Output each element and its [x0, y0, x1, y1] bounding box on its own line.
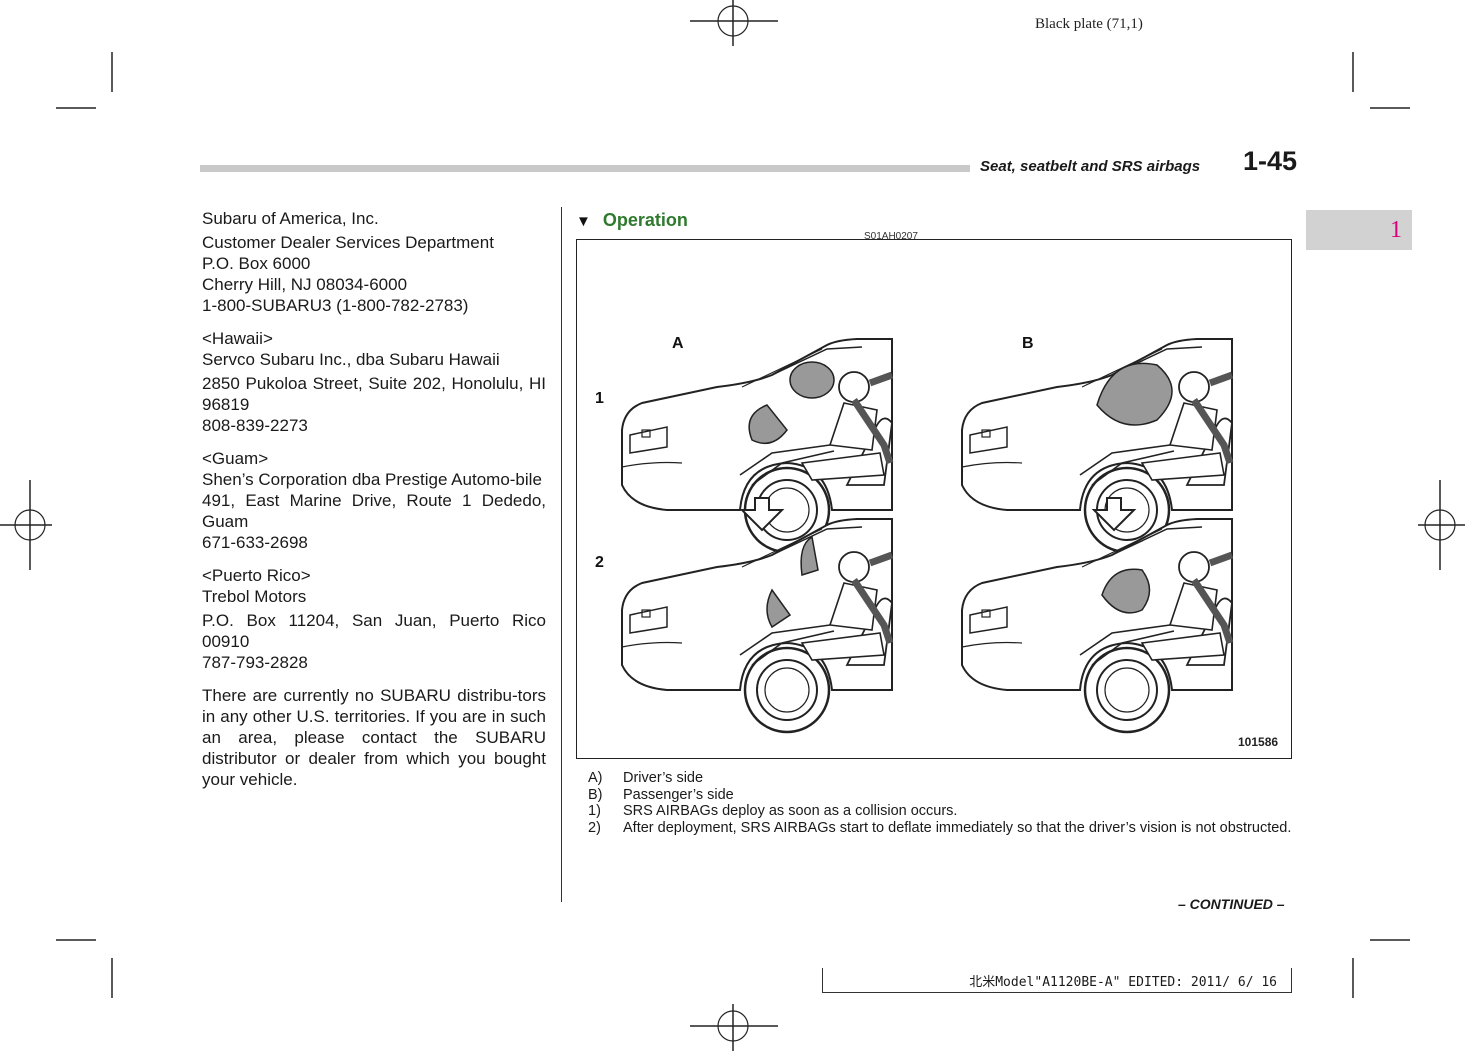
label-b: B — [1022, 335, 1034, 352]
address-line: Subaru of America, Inc. — [202, 209, 379, 228]
operation-heading-text: Operation — [602, 210, 688, 230]
continued-note: – CONTINUED – — [1178, 896, 1285, 912]
caption-text: Passenger’s side — [623, 786, 734, 803]
chapter-number: 1 — [1390, 217, 1402, 243]
chapter-tab: 1 — [1306, 210, 1412, 250]
dealer-name: Shen’s Corporation dba Prestige Automo-b… — [202, 470, 542, 489]
phone-line: 1-800-SUBARU3 (1-800-782-2783) — [202, 296, 469, 315]
dealer-phone: 787-793-2828 — [202, 653, 308, 672]
territory-note: There are currently no SUBARU distribu-t… — [202, 686, 546, 789]
caption-text: Driver’s side — [623, 770, 704, 786]
figure-captions: A) Driver’s side B) Passenger’s side 1) SRS… — [588, 770, 1296, 836]
header-rule — [200, 165, 970, 172]
address-line: P.O. Box 6000 — [202, 254, 311, 273]
label-a: A — [672, 335, 684, 352]
edit-stamp: 北米Model"A1120BE-A" EDITED: 2011/ 6/ 16 — [822, 968, 1292, 993]
passenger-deflate-scene — [962, 519, 1232, 732]
region-label: <Puerto Rico> — [202, 566, 311, 585]
black-plate-label: Black plate (71,1) — [1035, 16, 1143, 32]
dealer-address: 2850 Pukoloa Street, Suite 202, Honolulu… — [202, 374, 546, 414]
airbag-figure: A B 1 2 — [576, 239, 1292, 759]
dealer-name: Servco Subaru Inc., dba Subaru Hawaii — [202, 350, 500, 369]
address-line: Cherry Hill, NJ 08034-6000 — [202, 275, 408, 294]
down-arrow-icon — [1091, 497, 1137, 532]
figure-code: S01AH0207 — [864, 231, 918, 242]
caption-text: SRS AIRBAGs deploy as soon as a collisio… — [623, 803, 958, 819]
airbag-illustration: A B 1 2 — [595, 335, 1291, 758]
down-arrow-icon — [739, 497, 785, 532]
region-label: <Hawaii> — [202, 329, 273, 348]
caption-key: B) — [588, 786, 603, 803]
passenger-deploy-scene — [962, 339, 1232, 552]
column-divider — [561, 207, 562, 902]
caption-text: After deployment, SRS AIRBAGs start to d… — [623, 819, 1292, 836]
dealer-address: 491, East Marine Drive, Route 1 Dededo, … — [202, 491, 546, 531]
caption-item: 1) SRS AIRBAGs deploy as soon as a collis… — [588, 803, 1296, 820]
label-row-1: 1 — [595, 390, 604, 407]
contact-column: Subaru of America, Inc. Customer Dealer … — [202, 208, 546, 790]
caption-key: 2) — [588, 819, 601, 836]
region-label: <Guam> — [202, 449, 269, 468]
section-marker-icon: ▼ — [576, 213, 591, 230]
label-row-2: 2 — [595, 554, 604, 571]
dealer-phone: 808-839-2273 — [202, 416, 308, 435]
page-number: 1-45 — [1243, 146, 1298, 176]
caption-item: A) Driver’s side — [588, 770, 1296, 787]
driver-deploy-scene — [622, 339, 892, 552]
operation-heading: ▼ Operation — [576, 210, 688, 231]
caption-item: B) Passenger’s side — [588, 787, 1296, 804]
address-line: Customer Dealer Services Department — [202, 233, 494, 252]
caption-key: 1) — [588, 803, 601, 819]
dealer-phone: 671-633-2698 — [202, 533, 308, 552]
dealer-address: P.O. Box 11204, San Juan, Puerto Rico 00… — [202, 611, 546, 651]
driver-deflate-scene — [622, 519, 892, 732]
caption-item: 2) After deployment, SRS AIRBAGs start to… — [588, 820, 1296, 837]
caption-key: A) — [588, 770, 603, 786]
dealer-name: Trebol Motors — [202, 587, 307, 606]
figure-id: 101586 — [1238, 735, 1279, 749]
section-title: Seat, seatbelt and SRS airbags — [980, 158, 1201, 175]
